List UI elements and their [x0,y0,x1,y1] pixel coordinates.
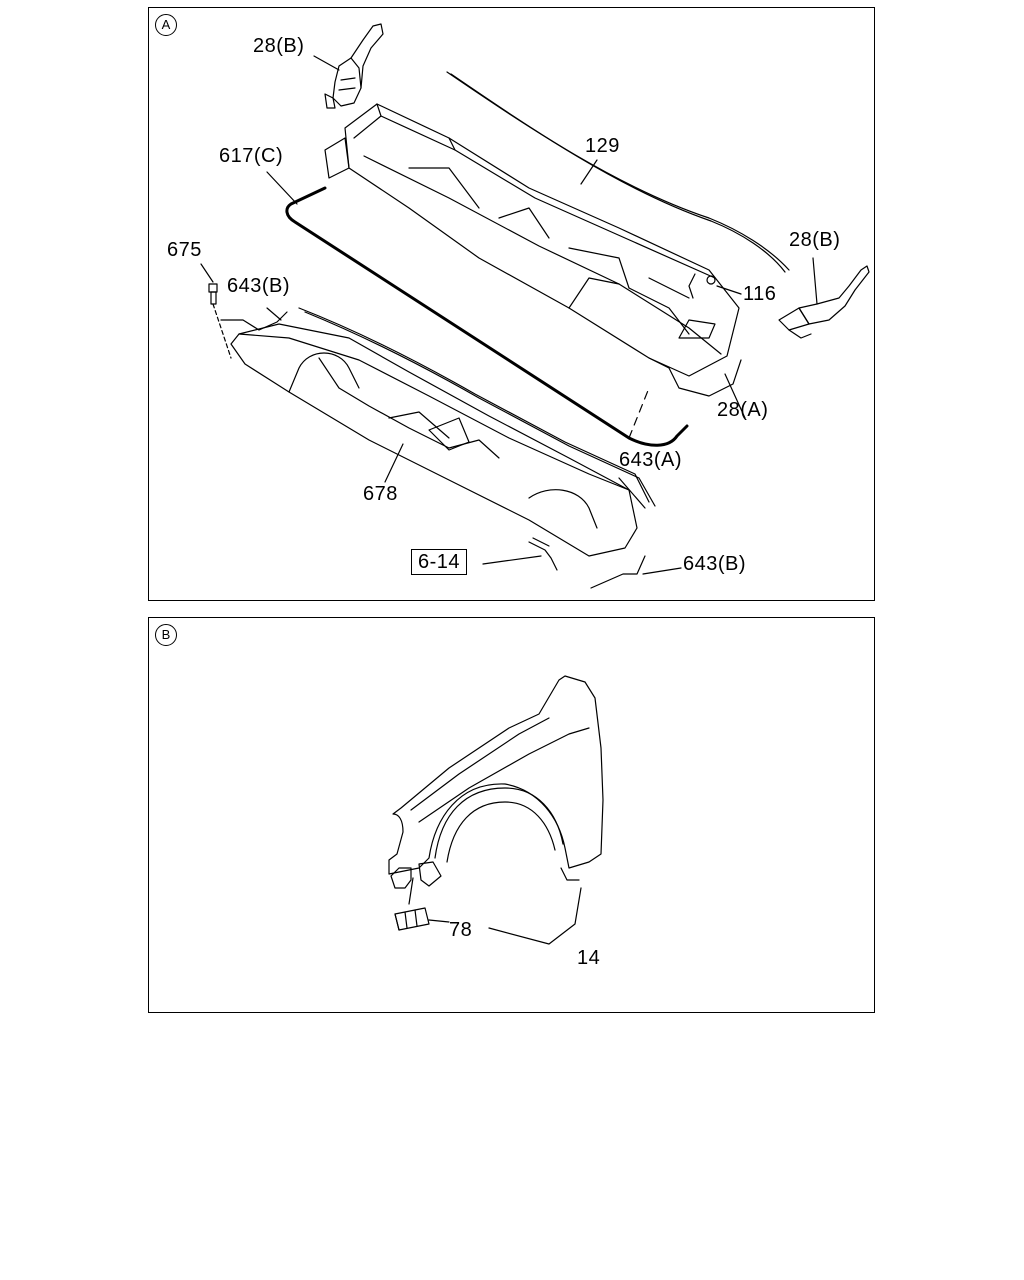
leader-643b-bottom [642,567,682,575]
leader-643b-left [266,307,282,321]
cowl-top-panel-28a [324,103,742,397]
label-116: 116 [743,283,777,305]
panel-b-marker: B [155,624,177,646]
label-28a: 28(A) [717,399,769,421]
cowl-assembly-drawing [200,23,870,589]
diagram-panel-b: B 78 14 [148,617,875,1013]
leader-78-up [408,877,414,905]
front-fender-14 [388,675,604,889]
label-675: 675 [167,239,202,261]
dashed-guide [628,387,650,439]
leader-6-14 [482,555,542,565]
leader-28b-top [313,55,340,71]
leader-116 [716,285,742,295]
leader-28b-right [812,257,818,305]
leader-675 [200,263,214,283]
bracket-28b-right-part [778,265,870,339]
leader-78 [428,919,450,923]
label-643a: 643(A) [619,449,683,471]
leader-643a [618,477,646,509]
clip-6-14 [528,541,558,571]
leader-28a [724,373,746,419]
cowl-lower-panel-678 [230,307,656,557]
clip-643b-left [220,311,288,331]
seal-strip-129 [446,71,790,271]
weatherstrip-617c [285,186,689,447]
bracket-28b-top-part [324,23,384,109]
clip-116 [706,275,716,285]
label-678: 678 [363,483,398,505]
leader-678 [384,443,404,483]
label-643b-left: 643(B) [227,275,291,297]
label-617c: 617(C) [219,145,284,167]
label-78: 78 [449,919,473,941]
leader-129 [580,159,598,185]
label-28b-top: 28(B) [253,35,305,57]
bracket-78 [394,907,430,931]
label-14: 14 [577,947,601,969]
label-129: 129 [585,135,620,157]
label-643b-bottom: 643(B) [683,553,747,575]
label-6-14-boxed: 6-14 [411,549,468,575]
leader-14 [488,887,582,945]
panel-a-marker: A [155,14,177,36]
clip-643b-bottom [590,555,646,589]
leader-617c [266,171,298,205]
label-28b-right: 28(B) [789,229,841,251]
fender-drawing [388,675,604,945]
bolt-675 [208,283,232,359]
diagram-panel-a: A [148,7,875,601]
